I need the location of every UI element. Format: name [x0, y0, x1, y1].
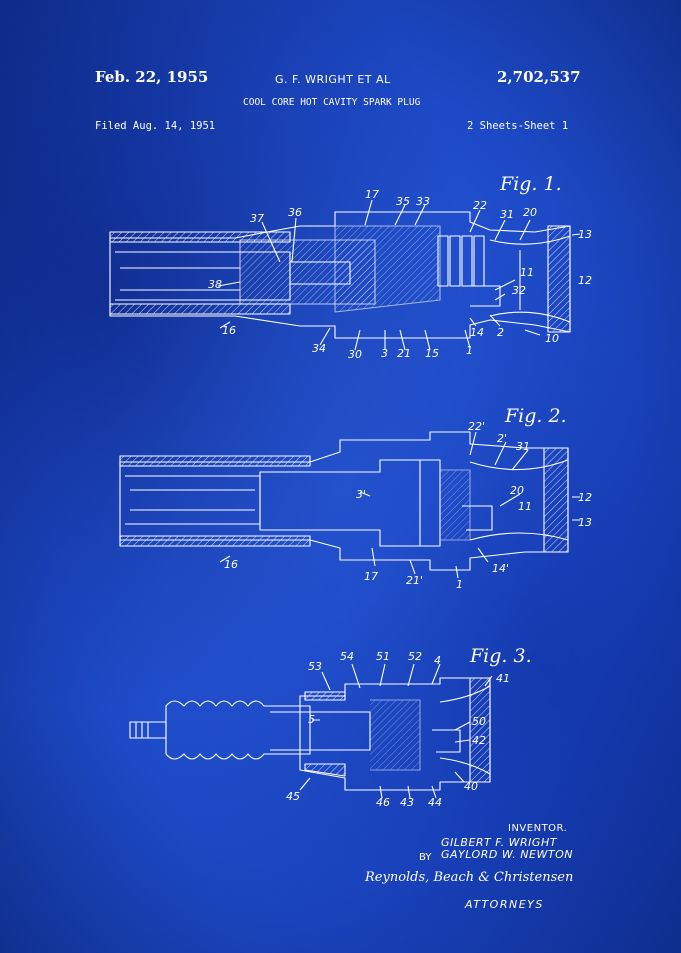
figure-3: Fig. 3. 53 54 51 52 4	[129, 645, 532, 809]
figure-2: Fig. 2. 22' 2' 31 3' 20 11 12 1	[119, 405, 592, 591]
svg-text:40: 40	[464, 780, 478, 793]
svg-text:12: 12	[578, 274, 592, 287]
fig1-label: Fig. 1.	[499, 173, 562, 195]
svg-text:31: 31	[500, 208, 514, 221]
svg-text:4: 4	[434, 654, 441, 667]
svg-text:13: 13	[578, 516, 592, 529]
figure-1: Fig. 1.	[109, 173, 592, 361]
svg-text:21: 21	[397, 347, 411, 360]
svg-text:54: 54	[340, 650, 354, 663]
svg-text:21': 21'	[406, 574, 423, 587]
svg-text:17: 17	[364, 570, 378, 583]
svg-text:33: 33	[416, 195, 430, 208]
patent-number: 2,702,537	[497, 68, 581, 86]
svg-text:36: 36	[288, 206, 302, 219]
svg-text:51: 51	[376, 650, 390, 663]
svg-text:13: 13	[578, 228, 592, 241]
svg-text:11: 11	[520, 266, 534, 279]
patent-date: Feb. 22, 1955	[95, 68, 209, 86]
attorneys-label: ATTORNEYS	[465, 898, 544, 911]
svg-text:34: 34	[312, 342, 326, 355]
svg-text:22': 22'	[468, 420, 485, 433]
svg-text:30: 30	[348, 348, 362, 361]
fig2-label: Fig. 2.	[504, 405, 567, 427]
svg-text:14: 14	[470, 326, 484, 339]
svg-text:31: 31	[516, 440, 530, 453]
svg-text:1: 1	[456, 578, 463, 591]
svg-text:35: 35	[396, 195, 410, 208]
svg-text:17: 17	[365, 188, 379, 201]
fig3-label: Fig. 3.	[469, 645, 532, 667]
svg-text:15: 15	[425, 347, 439, 360]
svg-text:12: 12	[578, 491, 592, 504]
filed-date: Filed Aug. 14, 1951	[95, 120, 216, 132]
svg-text:16: 16	[222, 324, 236, 337]
svg-text:45: 45	[286, 790, 300, 803]
svg-text:37: 37	[250, 212, 264, 225]
svg-text:42: 42	[472, 734, 486, 747]
inventor-2-name: GAYLORD W. NEWTON	[441, 848, 573, 861]
svg-text:38: 38	[208, 278, 222, 291]
svg-text:1: 1	[466, 344, 473, 357]
svg-text:32: 32	[512, 284, 526, 297]
by-label: BY	[419, 852, 432, 863]
svg-text:50: 50	[472, 715, 486, 728]
svg-text:5: 5	[308, 713, 315, 726]
patent-title: COOL CORE HOT CAVITY SPARK PLUG	[243, 97, 421, 108]
inventor-names: G. F. WRIGHT ET AL	[275, 73, 391, 86]
inventor-label: INVENTOR.	[508, 823, 568, 834]
svg-text:10: 10	[545, 332, 559, 345]
svg-text:3': 3'	[356, 488, 366, 501]
svg-text:3: 3	[381, 347, 388, 360]
svg-text:22: 22	[473, 199, 487, 212]
svg-text:20: 20	[510, 484, 524, 497]
svg-text:2: 2	[497, 326, 504, 339]
sheet-count: 2 Sheets-Sheet 1	[467, 120, 569, 132]
svg-text:44: 44	[428, 796, 442, 809]
svg-text:43: 43	[400, 796, 414, 809]
attorney-signature: Reynolds, Beach & Christensen	[365, 870, 574, 885]
svg-text:46: 46	[376, 796, 390, 809]
svg-text:41: 41	[496, 672, 510, 685]
svg-text:16: 16	[224, 558, 238, 571]
svg-text:53: 53	[308, 660, 322, 673]
svg-text:2': 2'	[497, 432, 507, 445]
svg-text:20: 20	[523, 206, 537, 219]
svg-text:52: 52	[408, 650, 422, 663]
svg-text:14': 14'	[492, 562, 509, 575]
svg-text:11: 11	[518, 500, 532, 513]
inventor-1-name: GILBERT F. WRIGHT	[441, 836, 557, 849]
